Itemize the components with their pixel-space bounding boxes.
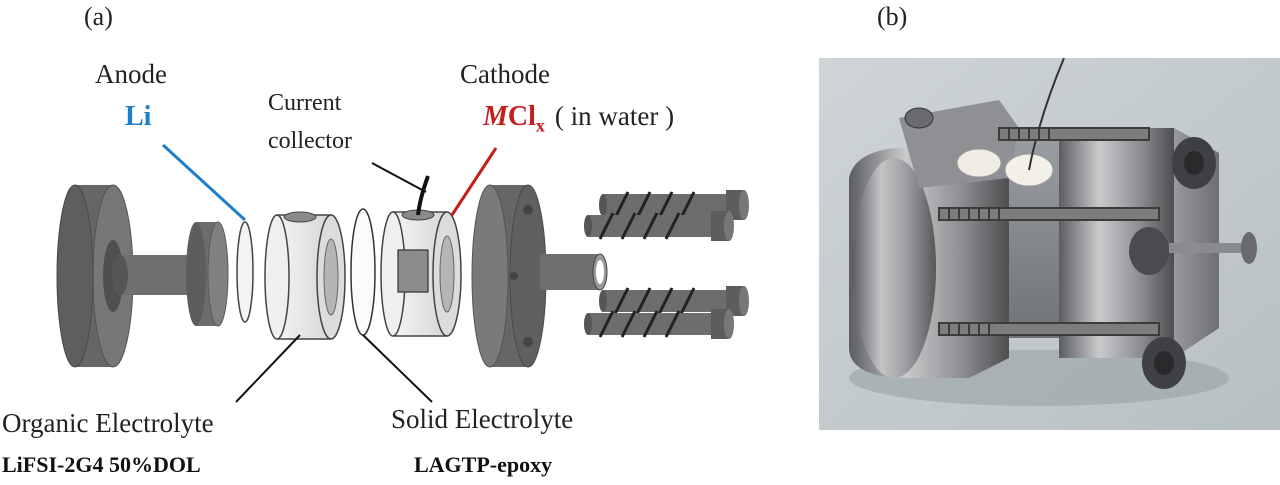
screw-3 — [599, 286, 749, 316]
solid-electrolyte-leader — [362, 334, 433, 403]
anode-label: Anode — [95, 59, 167, 89]
organic-electrolyte-leader — [235, 334, 301, 403]
current-collector-label-line1: Current — [268, 90, 342, 116]
cathode-holder — [380, 175, 462, 337]
current-collector-label-line2: collector — [268, 128, 352, 154]
cathode-material-label: MClx ( in water ) — [483, 101, 674, 137]
cathode-subscript: x — [535, 115, 545, 136]
organic-electrolyte-material: LiFSI-2G4 50%DOL — [2, 452, 201, 477]
solid-electrolyte-disk — [350, 208, 376, 336]
li-foil — [236, 221, 254, 323]
panel-a-label: (a) — [84, 2, 113, 31]
anode-holder-disk — [186, 221, 229, 327]
current-collector-leader — [371, 162, 427, 193]
cell-exploded-diagram — [56, 143, 749, 403]
screw-4 — [584, 309, 734, 339]
anode-leader — [161, 143, 247, 222]
right-shaft — [540, 253, 608, 291]
right-end-plate — [471, 184, 547, 368]
cathode-leader — [450, 147, 498, 216]
organic-electrolyte-spacer — [264, 211, 346, 340]
cathode-note: ( in water ) — [554, 101, 675, 131]
cathode-cl: Cl — [507, 101, 536, 132]
solid-electrolyte-material: LAGTP-epoxy — [414, 452, 553, 477]
anode-material-label: Li — [125, 101, 152, 132]
cathode-metal: M — [483, 101, 508, 132]
cell-photograph — [819, 58, 1280, 430]
screw-2 — [584, 211, 734, 241]
panel-b-label: (b) — [877, 2, 908, 31]
solid-electrolyte-label: Solid Electrolyte — [391, 404, 574, 434]
organic-electrolyte-label: Organic Electrolyte — [2, 408, 214, 438]
left-shaft — [112, 255, 198, 295]
cathode-label: Cathode — [460, 59, 550, 89]
